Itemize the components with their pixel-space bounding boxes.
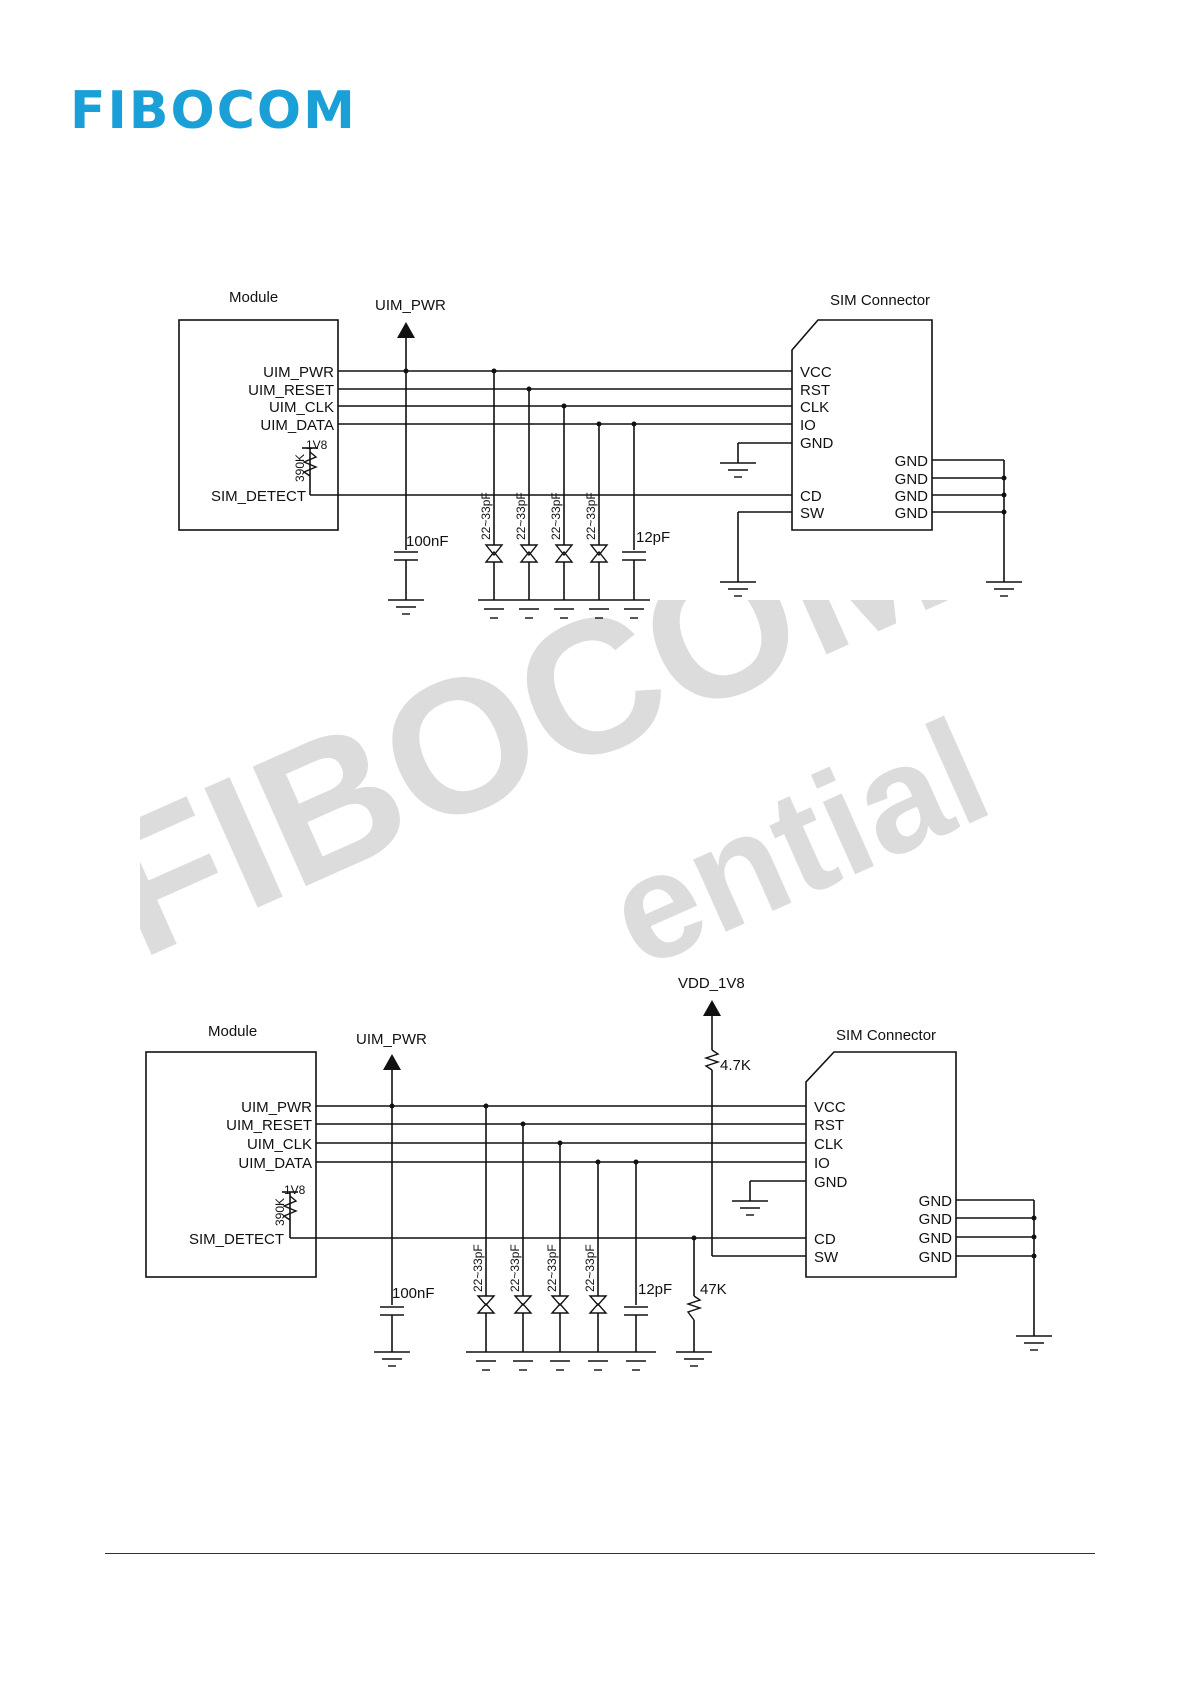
connector-pin-gnd-2: GND [814, 1174, 848, 1191]
footer-divider [105, 1553, 1095, 1554]
tvs-cap-label-2-1: 22~33pF [471, 1244, 485, 1292]
module-pin-sim-detect: SIM_DETECT [211, 488, 306, 505]
module-pin-uim-data-2: UIM_DATA [238, 1155, 312, 1172]
tvs-cap-label-2-2: 22~33pF [508, 1244, 522, 1292]
connector-gnd-2: GND [895, 471, 929, 488]
connector-pin-clk-2: CLK [814, 1136, 843, 1153]
decoupling-cap-label-2: 100nF [392, 1285, 435, 1302]
connector-pin-io: IO [800, 417, 816, 434]
data-cap-label-2: 12pF [638, 1281, 672, 1298]
module-title: Module [229, 289, 278, 306]
connector-pin-cd: CD [800, 488, 822, 505]
module-pin-uim-clk-2: UIM_CLK [247, 1136, 312, 1153]
uim-pwr-supply-label-2: UIM_PWR [356, 1031, 427, 1048]
pullup-rail-label: 1V8 [306, 438, 328, 452]
connector-pin-vcc: VCC [800, 364, 832, 381]
sim-circuit-diagram-top: Module SIM Connector UIM_PWR UIM_PWR UIM… [178, 289, 1022, 619]
sim-connector-block [791, 319, 933, 531]
pullup-resistor-label: 390K [293, 454, 307, 482]
tvs-cap-label-3: 22~33pF [549, 492, 563, 540]
uim-pwr-supply-label: UIM_PWR [375, 297, 446, 314]
tvs-cap-label-2-4: 22~33pF [583, 1244, 597, 1292]
connector-pin-sw-2: SW [814, 1249, 839, 1266]
connector-title-2: SIM Connector [836, 1027, 936, 1044]
connector-gnd-4: GND [895, 505, 929, 522]
module-pin-uim-reset-2: UIM_RESET [226, 1117, 312, 1134]
connector-pin-cd-2: CD [814, 1231, 836, 1248]
tvs-cap-label-1: 22~33pF [479, 492, 493, 540]
pullup-resistor-label-2: 390K [273, 1198, 287, 1226]
sw-pullup-label: 4.7K [720, 1057, 751, 1074]
tvs-cap-label-2-3: 22~33pF [545, 1244, 559, 1292]
pullup-rail-label-2: 1V8 [284, 1183, 306, 1197]
fibocom-logo: FIBOCOM [70, 81, 357, 141]
vdd-rail-label: VDD_1V8 [678, 975, 745, 992]
module-title-2: Module [208, 1023, 257, 1040]
tvs-cap-label-4: 22~33pF [584, 492, 598, 540]
decoupling-cap-label: 100nF [406, 533, 449, 550]
module-block-2 [145, 1051, 317, 1278]
sim-connector-block-2 [805, 1051, 957, 1278]
connector-gnd-2-1: GND [919, 1193, 953, 1210]
connector-gnd-3: GND [895, 488, 929, 505]
connector-gnd-2-4: GND [919, 1249, 953, 1266]
connector-gnd-2-2: GND [919, 1211, 953, 1228]
module-pin-uim-pwr-2: UIM_PWR [241, 1099, 312, 1116]
data-cap-label: 12pF [636, 529, 670, 546]
connector-pin-vcc-2: VCC [814, 1099, 846, 1116]
connector-gnd-1: GND [895, 453, 929, 470]
tvs-cap-label-2: 22~33pF [514, 492, 528, 540]
module-block [178, 319, 339, 531]
connector-gnd-2-3: GND [919, 1230, 953, 1247]
connector-title: SIM Connector [830, 292, 930, 309]
connector-pin-clk: CLK [800, 399, 829, 416]
module-pin-sim-detect-2: SIM_DETECT [189, 1231, 284, 1248]
connector-pin-io-2: IO [814, 1155, 830, 1172]
connector-pin-sw: SW [800, 505, 825, 522]
cd-pulldown-label: 47K [700, 1281, 727, 1298]
connector-pin-gnd: GND [800, 435, 834, 452]
module-pin-uim-clk: UIM_CLK [269, 399, 334, 416]
connector-pin-rst-2: RST [814, 1117, 844, 1134]
module-pin-uim-pwr: UIM_PWR [263, 364, 334, 381]
connector-pin-rst: RST [800, 382, 830, 399]
module-pin-uim-data: UIM_DATA [260, 417, 334, 434]
module-pin-uim-reset: UIM_RESET [248, 382, 334, 399]
